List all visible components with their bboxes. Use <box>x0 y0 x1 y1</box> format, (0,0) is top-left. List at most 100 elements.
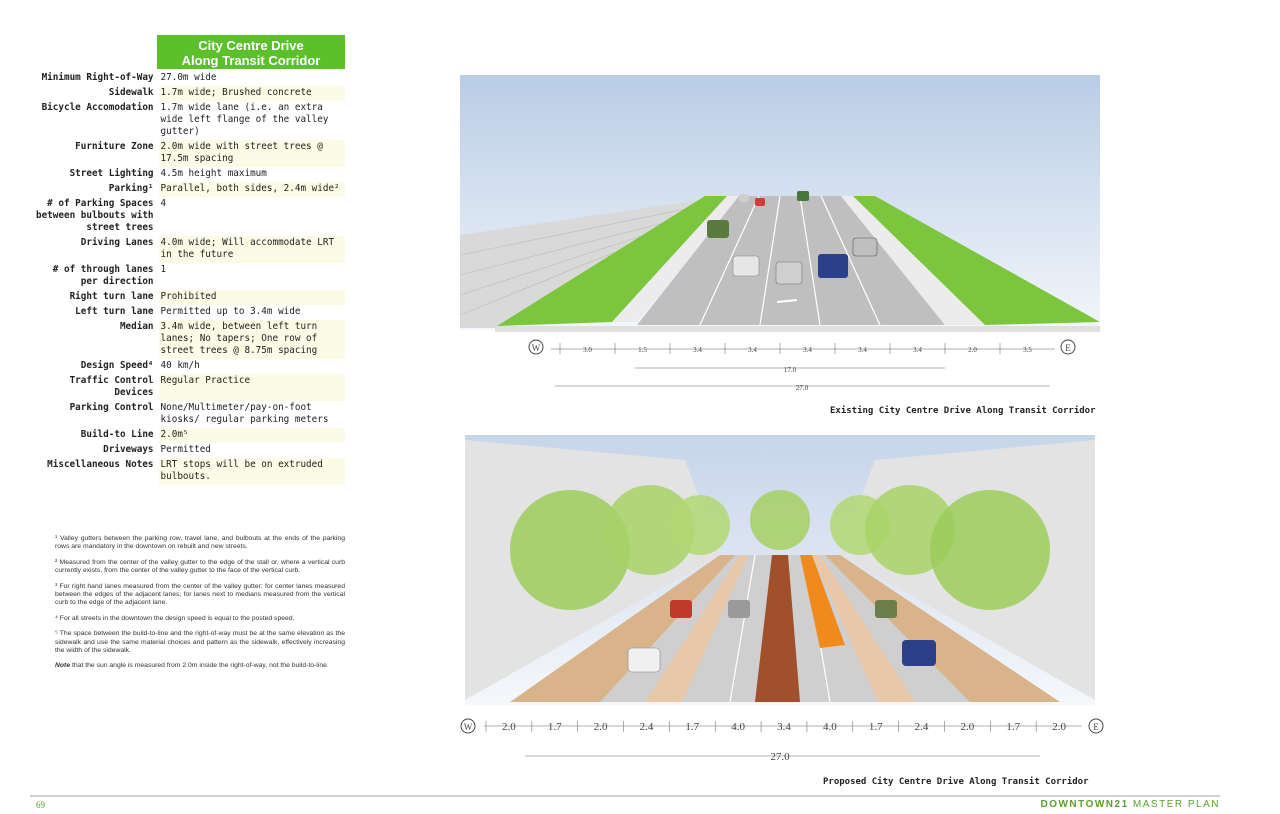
east-marker: E <box>1093 722 1099 732</box>
west-marker-circle <box>528 339 544 355</box>
spec-label: Bicycle Accomodation <box>41 102 154 113</box>
dimension-label: 2.0 <box>968 346 977 354</box>
spec-value: 1.7m wide; Brushed concrete <box>158 86 345 101</box>
car <box>818 254 848 278</box>
tree-canopy <box>510 490 630 610</box>
west-marker-circle <box>460 718 476 734</box>
spec-label: Parking¹ <box>108 183 154 194</box>
spec-value: 4.5m height maximum <box>160 168 267 179</box>
spec-label: Driving Lanes <box>80 237 154 248</box>
spec-label: Sidewalk <box>108 87 154 98</box>
car <box>627 647 661 673</box>
footnote-list: ¹ Valley gutters between the parking row… <box>55 535 345 655</box>
spec-label: Driveways <box>103 444 154 455</box>
dimension-label: 3.4 <box>858 346 867 354</box>
footnote-final-lead: Note <box>55 662 71 670</box>
lane-lines <box>699 195 881 326</box>
spec-label: Median <box>119 321 154 332</box>
car <box>739 194 749 202</box>
footnote: ⁵ The space between the build-to-line an… <box>55 630 345 655</box>
car <box>670 600 692 618</box>
dimension-label: 3.4 <box>748 346 757 354</box>
dimension-label: 2.0 <box>961 721 975 733</box>
tree-canopy <box>605 485 695 575</box>
brand-suffix: MASTER PLAN <box>1128 799 1220 810</box>
car <box>775 261 803 285</box>
spec-row: Furniture Zone 2.0m wide with street tree… <box>30 140 345 167</box>
dimension-label: 3.4 <box>913 346 922 354</box>
dimension-label: 2.4 <box>640 721 654 733</box>
sidewalk-right <box>825 555 1060 702</box>
table-title-line1: City Centre Drive <box>198 38 304 53</box>
cars <box>627 600 936 673</box>
dimension-label: 4.0 <box>823 721 837 733</box>
spec-row: # of Parking Spaces between bulbouts wit… <box>30 197 345 236</box>
table-title: City Centre Drive Along Transit Corridor <box>157 35 345 69</box>
tree-canopy <box>750 490 810 550</box>
spec-label: Build-to Line <box>80 429 154 440</box>
spec-value: 2.0m wide with street trees @ 17.5m spac… <box>158 140 345 167</box>
dimension-label: 4.0 <box>731 721 745 733</box>
spec-value: 4 <box>160 198 167 209</box>
spec-value: 2.0m⁵ <box>158 428 345 443</box>
car <box>728 600 750 618</box>
subtotal-label: 17.0 <box>784 366 797 374</box>
cars <box>707 191 878 285</box>
spec-label: Traffic Control Devices <box>69 375 154 398</box>
spec-value: Permitted <box>160 444 211 455</box>
spec-row: Left turn lane Permitted up to 3.4m wide <box>30 305 345 320</box>
spec-value: 3.4m wide, between left turn lanes; No t… <box>158 320 345 359</box>
sidewalk-left <box>510 555 735 702</box>
sidewalk-right <box>841 196 985 325</box>
spec-value: Permitted up to 3.4m wide <box>160 306 301 317</box>
spec-row: Street Lighting 4.5m height maximum <box>30 167 345 182</box>
car <box>902 640 936 666</box>
footnotes: ¹ Valley gutters between the parking row… <box>55 535 345 678</box>
dimension-label: 2.0 <box>594 721 608 733</box>
page-number: 69 <box>36 800 45 810</box>
spec-row: Driveways Permitted <box>30 443 345 458</box>
spec-label: Street Lighting <box>69 168 154 179</box>
spec-value: LRT stops will be on extruded bulbouts. <box>158 458 345 485</box>
spec-label: # of through lanes per direction <box>52 264 154 287</box>
car <box>707 220 729 238</box>
spec-label: Design Speed⁴ <box>80 360 154 371</box>
footnote: ¹ Valley gutters between the parking row… <box>55 535 345 551</box>
table-title-line2: Along Transit Corridor <box>181 53 321 68</box>
car <box>875 600 897 618</box>
total-label: 27.0 <box>796 384 809 392</box>
street-trees <box>510 485 1050 610</box>
spec-label: # of Parking Spaces between bulbouts wit… <box>35 198 154 233</box>
footnote: ⁴ For all streets in the downtown the de… <box>55 614 295 622</box>
turn-arrow <box>776 299 798 303</box>
proposed-caption: Proposed City Centre Drive Along Transit… <box>823 777 1089 787</box>
spec-label: Minimum Right-of-Way <box>41 72 154 83</box>
spec-value: Prohibited <box>158 290 345 305</box>
spec-value: Parallel, both sides, 2.4m wide² <box>158 182 345 197</box>
dimension-label: 2.0 <box>1052 721 1066 733</box>
existing-caption: Existing City Centre Drive Along Transit… <box>830 406 1096 416</box>
spec-row: Parking¹ Parallel, both sides, 2.4m wide² <box>30 182 345 197</box>
spec-label: Left turn lane <box>75 306 154 317</box>
east-marker-circle <box>1060 339 1076 355</box>
spec-row: Driving Lanes 4.0m wide; Will accommodate… <box>30 236 345 263</box>
spec-label: Miscellaneous Notes <box>47 459 154 470</box>
spec-value: 4.0m wide; Will accommodate LRT in the f… <box>158 236 345 263</box>
curb-band <box>495 326 1100 332</box>
west-marker: W <box>532 343 541 353</box>
dimension-label: 2.4 <box>915 721 929 733</box>
tree-canopy <box>670 495 730 555</box>
spec-label: Furniture Zone <box>75 141 154 152</box>
dimension-label: 1.7 <box>1006 721 1020 733</box>
dimension-label: 3.4 <box>693 346 702 354</box>
bike-lane-right <box>812 555 915 702</box>
footnote: ² Measured from the center of the valley… <box>55 558 345 575</box>
footnote-final: Note that the sun angle is measured from… <box>55 662 345 670</box>
